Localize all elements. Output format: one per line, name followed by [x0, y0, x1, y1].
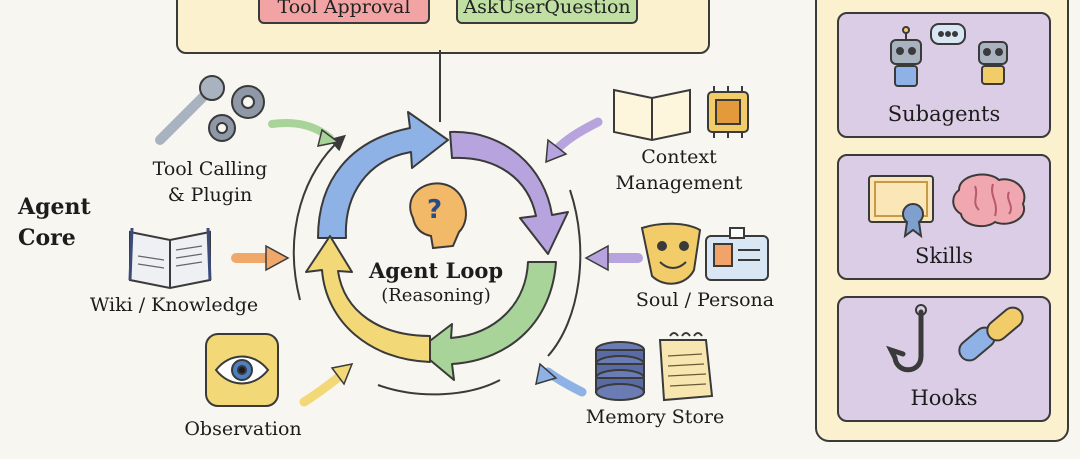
skills-label: Skills — [914, 244, 974, 268]
svg-text:?: ? — [427, 195, 442, 225]
connector-line — [439, 50, 441, 122]
tool-approval-pill[interactable]: Tool Approval — [258, 0, 430, 24]
context-management-label: Context Management — [615, 146, 743, 194]
soul-persona-label: Soul / Persona — [635, 289, 775, 311]
loop-arrow-yellow — [305, 235, 431, 363]
loop-arrow-purple — [449, 130, 569, 255]
wiki-knowledge-label: Wiki / Knowledge — [89, 294, 259, 316]
hooks-label: Hooks — [910, 386, 978, 410]
hooks-card[interactable]: Hooks — [837, 296, 1051, 422]
hook-chain-icon — [886, 304, 1024, 373]
permission-panel: Tool Approval AskUserQuestion — [176, 0, 710, 54]
ask-user-question-pill[interactable]: AskUserQuestion — [456, 0, 638, 24]
agent-loop-title: Agent Loop — [368, 258, 504, 283]
skills-card[interactable]: Skills — [837, 154, 1051, 280]
robots-icon — [890, 23, 1008, 87]
subagents-label: Subagents — [887, 102, 1001, 126]
memory-store-label: Memory Store — [585, 406, 725, 428]
loop-arrow-green — [417, 261, 557, 381]
agent-loop-subtitle: (Reasoning) — [381, 285, 491, 306]
agent-loop-diagram: ? — [128, 75, 769, 407]
arrow-context — [551, 117, 603, 155]
database-notepad-icon — [595, 332, 714, 402]
open-book-icon — [128, 227, 212, 290]
eye-icon — [205, 333, 279, 407]
subagents-card[interactable]: Subagents — [837, 12, 1051, 138]
mask-idcard-icon — [640, 222, 769, 285]
observation-label: Observation — [184, 418, 302, 440]
extensions-panel: Subagents Skills Hooks — [815, 0, 1069, 442]
book-chip-icon — [613, 86, 749, 142]
tool-calling-label: Tool Calling & Plugin — [152, 158, 268, 206]
thinking-head-icon: ? — [409, 182, 467, 250]
loop-arrow-blue — [317, 111, 449, 239]
agent-core-label: Agent Core — [18, 194, 91, 251]
arrow-observation — [299, 371, 345, 407]
certificate-brain-icon — [868, 173, 1026, 239]
wrench-gears-icon — [155, 75, 265, 145]
